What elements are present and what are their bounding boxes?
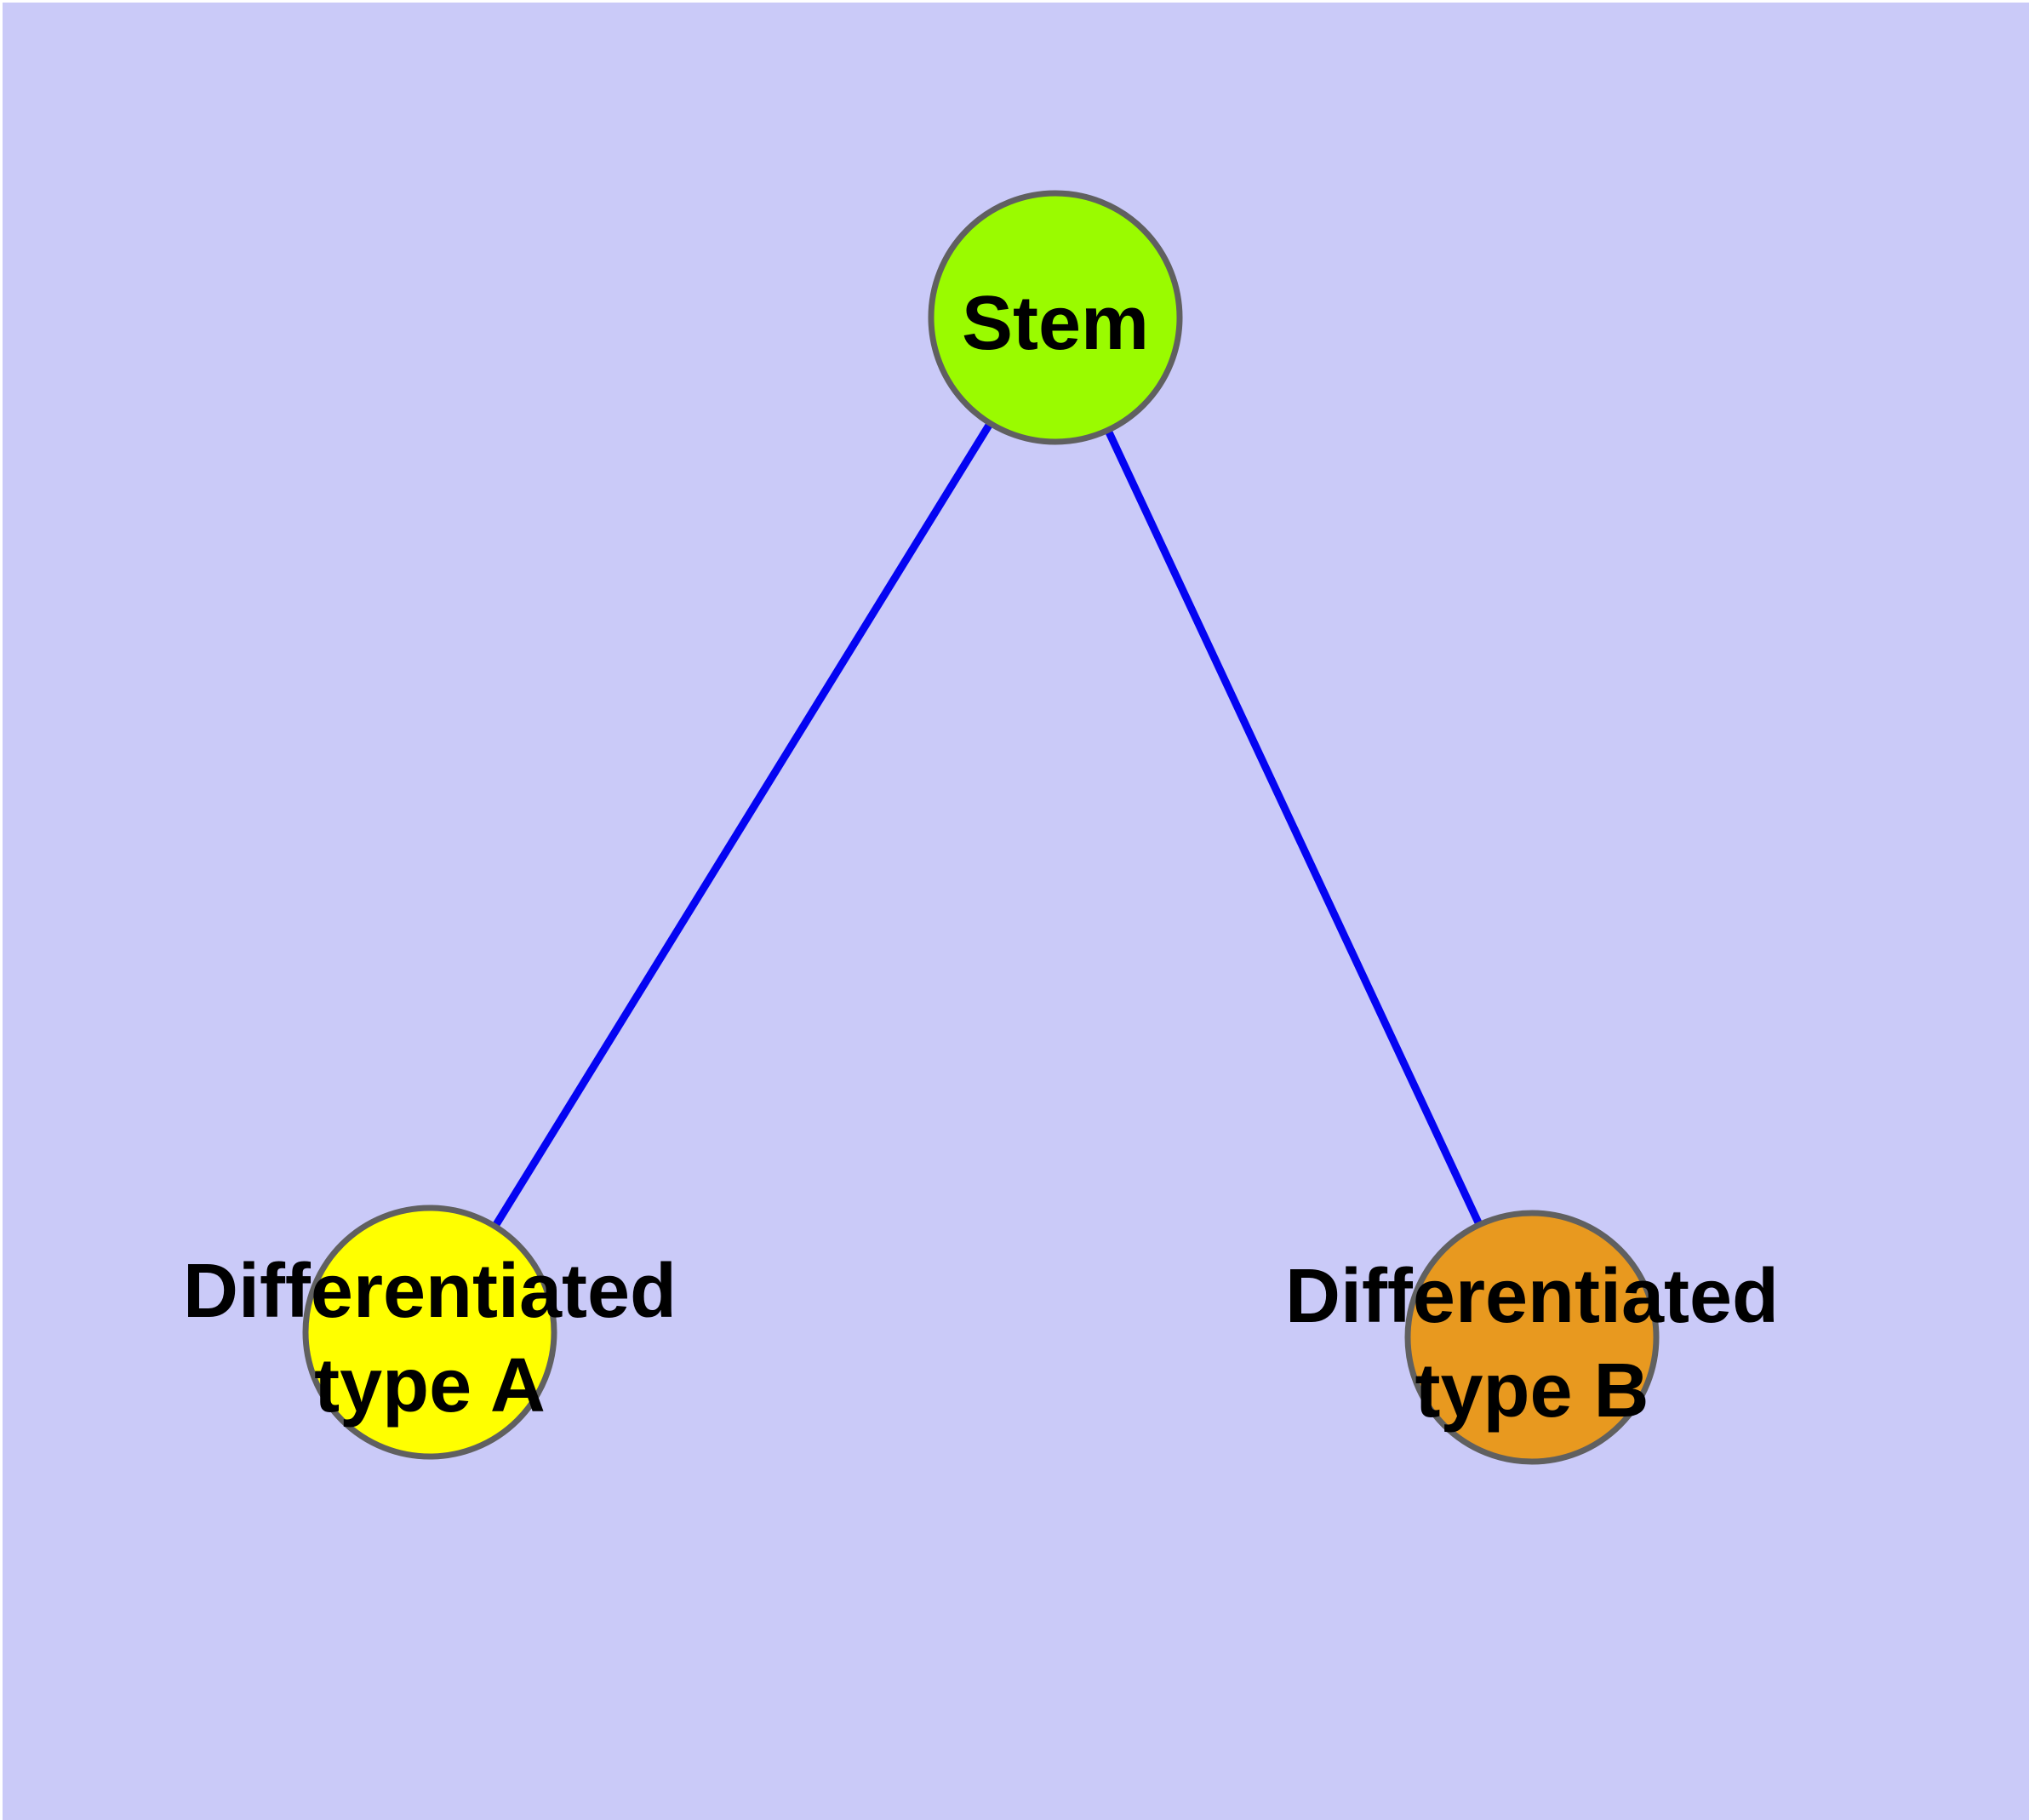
node-differentiated-type-b: [1404, 1210, 1660, 1465]
node-type-a-label-line2: type A: [314, 1343, 546, 1428]
node-differentiated-type-a: [302, 1205, 557, 1460]
edge-stem-to-type-b: [1051, 316, 1536, 1339]
node-stem-label: Stem: [962, 281, 1149, 366]
node-type-b-label-line1: Differentiated: [1285, 1254, 1779, 1339]
node-type-a-label-line1: Differentiated: [183, 1249, 677, 1334]
edge-stem-to-type-a: [426, 315, 1059, 1335]
node-stem: [928, 190, 1183, 445]
node-type-b-label-line2: type B: [1415, 1348, 1649, 1434]
